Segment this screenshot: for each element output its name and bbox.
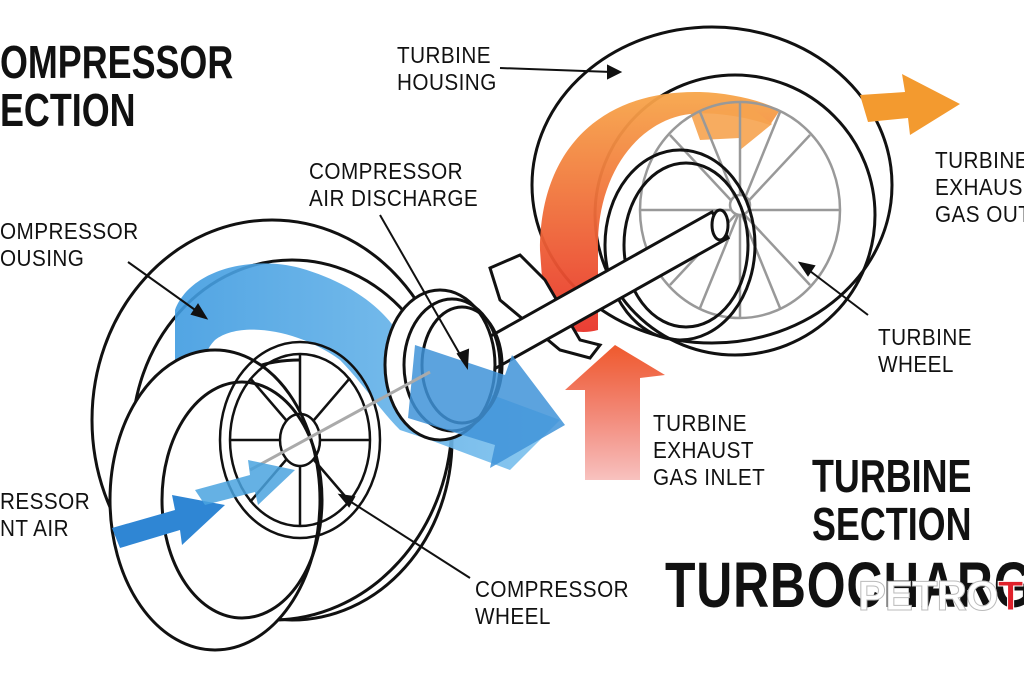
compressor-shaft-line [249, 370, 431, 472]
turbine-section-label: TURBINE SECTION [812, 450, 972, 550]
compressor-housing-label: OMPRESSOR OUSING [0, 218, 139, 271]
compressor-inlet-air-arrows [112, 460, 295, 548]
logo-text-petro: PETRO [858, 572, 1000, 620]
turbine-exhaust-gas-outlet-label: TURBINE EXHAUS GAS OUT [935, 147, 1024, 227]
compressor-air-discharge-label: COMPRESSOR AIR DISCHARGE [309, 158, 479, 211]
logo-text-tex: TEX [997, 572, 1024, 620]
hot-gas-volute-flow [540, 91, 780, 332]
compressor-inlet-air-label: RESSOR NT AIR [0, 488, 91, 541]
turbine-exhaust-outlet-arrow [860, 74, 960, 135]
turbine-outlet-ring [603, 148, 757, 342]
compressor-wheel-label: COMPRESSOR WHEEL [475, 576, 630, 629]
compressor-wheel [218, 340, 382, 540]
leader-arrows [127, 64, 869, 579]
turbine-exhaust-inlet-arrow [565, 345, 665, 480]
compressor-section-label: OMPRESSOR ECTION [0, 36, 234, 136]
turbine-housing-label: TURBINE HOUSING [397, 42, 497, 95]
petrotex-logo: PETROTEX [858, 572, 1024, 620]
compressor-discharge-arrow [408, 345, 565, 468]
diagram-title: TURBOCHARG [665, 549, 1024, 621]
turbine-exhaust-gas-inlet-label: TURBINE EXHAUST GAS INLET [653, 410, 766, 490]
turbine-wheel-label: TURBINE WHEEL [878, 324, 973, 377]
